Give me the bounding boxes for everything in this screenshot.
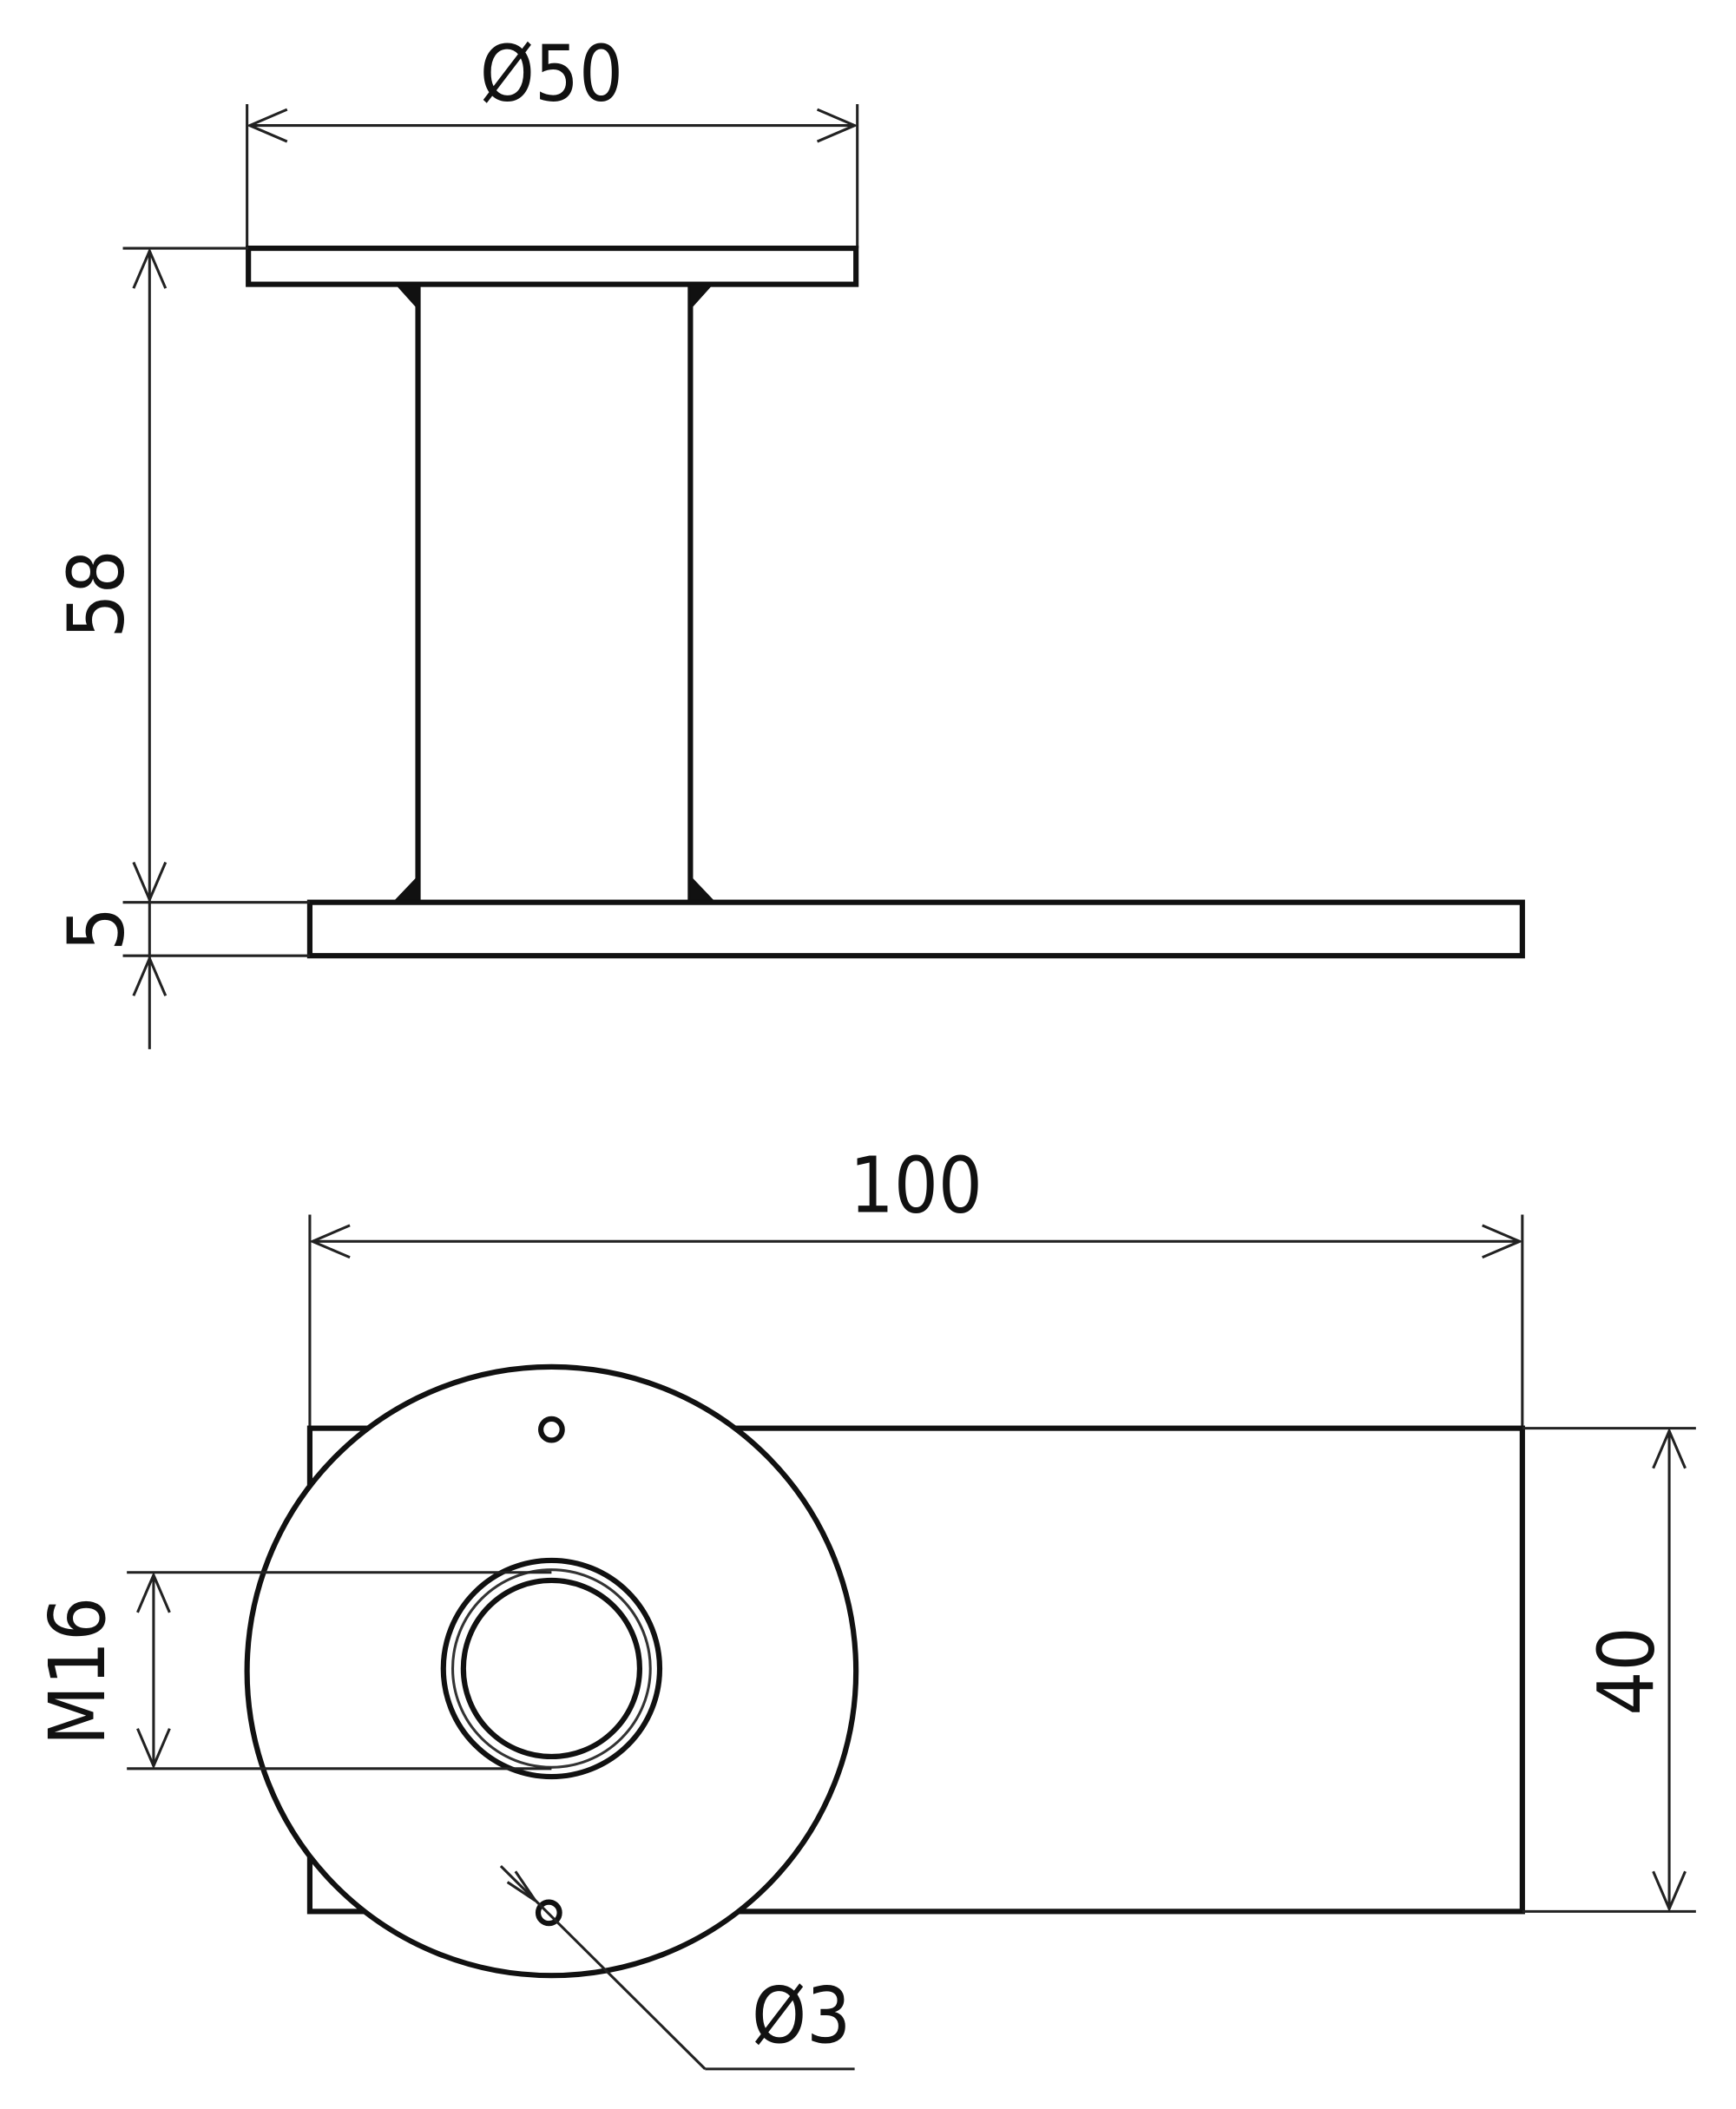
dim-height: 58 (52, 549, 142, 638)
dim-length: 100 (850, 1140, 983, 1231)
dim-width: 40 (1582, 1626, 1673, 1715)
dim-small-hole: Ø3 (752, 1971, 851, 2061)
dim-base-thickness: 5 (52, 907, 142, 951)
base-plate (306, 899, 1525, 959)
top-plate (246, 245, 859, 287)
dim-thread: M16 (33, 1597, 123, 1745)
top-view: 100 M16 40 Ø3 (33, 1140, 1696, 2071)
dim-top-diameter: Ø50 (480, 29, 623, 119)
threaded-hole (440, 1557, 663, 1780)
small-hole-top (538, 1416, 565, 1443)
side-view: Ø50 58 5 (52, 29, 1525, 1049)
